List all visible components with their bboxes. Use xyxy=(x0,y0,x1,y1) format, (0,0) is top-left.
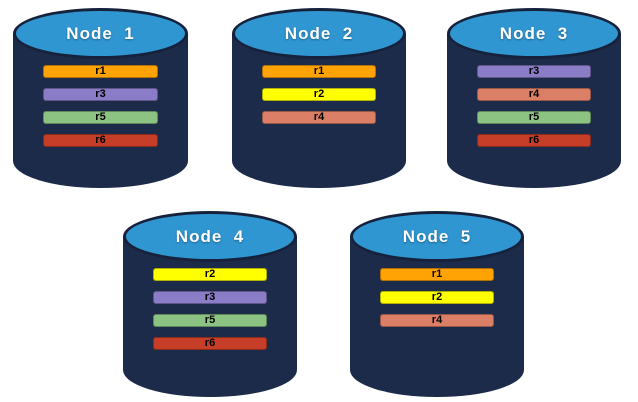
replica-label: r6 xyxy=(204,337,216,349)
replica-bar-r5: r5 xyxy=(477,111,591,124)
replica-bar-r2: r2 xyxy=(262,88,376,101)
replica-list: r2 r3 r5 r6 xyxy=(153,268,267,350)
replica-list: r1 r2 r4 xyxy=(380,268,494,327)
replica-label: r2 xyxy=(204,268,216,280)
cylinder-top-ellipse: Node 3 xyxy=(447,8,621,59)
replica-bar-r1: r1 xyxy=(262,65,376,78)
replica-label: r5 xyxy=(204,314,216,326)
node-cylinder-5: Node 5 r1 r2 r4 xyxy=(350,211,524,397)
cylinder-top-ellipse: Node 5 xyxy=(350,211,524,262)
node-label: Node 1 xyxy=(66,23,135,43)
replica-bar-r6: r6 xyxy=(153,337,267,350)
replica-bar-r1: r1 xyxy=(380,268,494,281)
replica-bar-r5: r5 xyxy=(43,111,158,124)
replica-bar-r1: r1 xyxy=(43,65,158,78)
replica-bar-r5: r5 xyxy=(153,314,267,327)
replica-label: r6 xyxy=(95,134,106,146)
node-cylinder-3: Node 3 r3 r4 r5 r6 xyxy=(447,8,621,188)
node-label: Node 4 xyxy=(175,226,245,246)
node-label: Node 5 xyxy=(402,226,472,246)
replica-label: r5 xyxy=(528,111,540,123)
replica-bar-r2: r2 xyxy=(380,291,494,304)
replica-bar-r3: r3 xyxy=(43,88,158,101)
node-label: Node 3 xyxy=(499,23,569,43)
replica-label: r1 xyxy=(431,268,443,280)
replica-label: r2 xyxy=(313,88,325,100)
node-cylinder-4: Node 4 r2 r3 r5 r6 xyxy=(123,211,297,397)
replica-label: r5 xyxy=(95,111,106,123)
replica-label: r4 xyxy=(431,314,443,326)
cylinder-top-ellipse: Node 1 xyxy=(13,8,188,59)
cylinder-top-ellipse: Node 4 xyxy=(123,211,297,262)
replica-bar-r2: r2 xyxy=(153,268,267,281)
replica-label: r3 xyxy=(528,65,540,77)
node-cylinder-2: Node 2 r1 r2 r4 xyxy=(232,8,406,188)
replica-label: r1 xyxy=(95,65,106,77)
replica-label: r2 xyxy=(431,291,443,303)
replica-list: r3 r4 r5 r6 xyxy=(477,65,591,147)
replica-bar-r4: r4 xyxy=(380,314,494,327)
replica-label: r4 xyxy=(528,88,540,100)
replica-bar-r4: r4 xyxy=(477,88,591,101)
replica-bar-r4: r4 xyxy=(262,111,376,124)
replica-bar-r3: r3 xyxy=(153,291,267,304)
node-cylinder-1: Node 1 r1 r3 r5 r6 xyxy=(13,8,188,188)
replica-label: r3 xyxy=(204,291,216,303)
replica-bar-r6: r6 xyxy=(43,134,158,147)
replica-label: r6 xyxy=(528,134,540,146)
replica-list: r1 r2 r4 xyxy=(262,65,376,124)
replica-bar-r6: r6 xyxy=(477,134,591,147)
replica-bar-r3: r3 xyxy=(477,65,591,78)
replica-list: r1 r3 r5 r6 xyxy=(43,65,158,147)
node-label: Node 2 xyxy=(284,23,354,43)
replica-label: r3 xyxy=(95,88,106,100)
replica-label: r4 xyxy=(313,111,325,123)
replica-label: r1 xyxy=(313,65,325,77)
cylinder-top-ellipse: Node 2 xyxy=(232,8,406,59)
